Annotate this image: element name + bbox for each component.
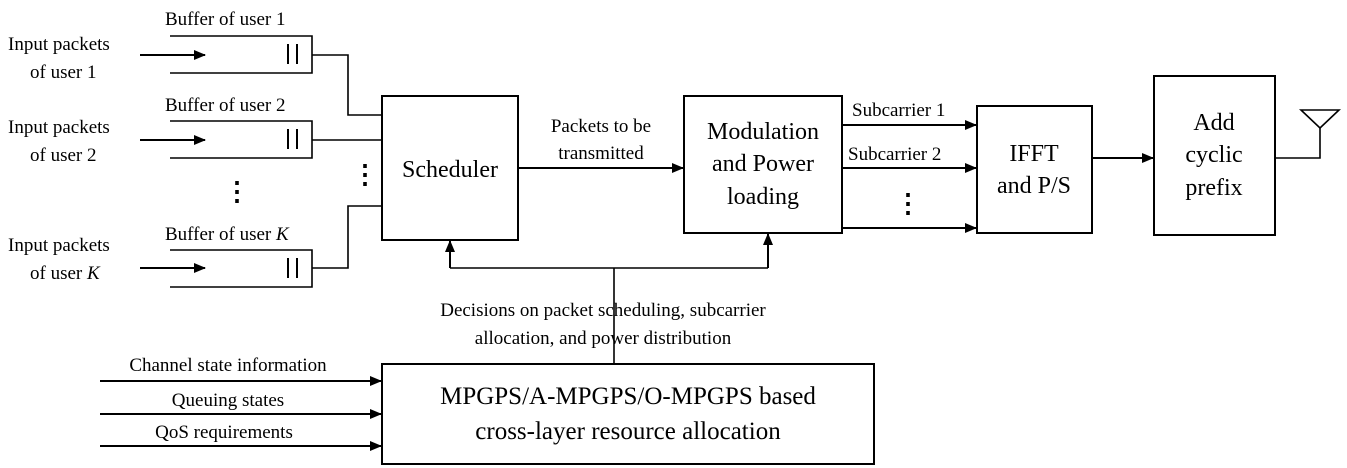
user-2-group: Input packets of user 2 Buffer of user 2	[8, 95, 382, 166]
input-label-user-2-line1: Input packets	[8, 117, 110, 138]
decisions-label-line2: allocation, and power distribution	[475, 328, 732, 349]
cp-label-line1: Add	[1193, 110, 1234, 136]
link-user-k-scheduler	[312, 205, 382, 269]
buffer-label-user-1: Buffer of user 1	[165, 9, 285, 30]
input-csi-label: Channel state information	[129, 355, 327, 376]
packets-label-line2: transmitted	[558, 143, 644, 164]
subcarrier-1-label: Subcarrier 1	[852, 100, 945, 121]
cp-label-line3: prefix	[1185, 175, 1242, 201]
users-ellipsis: ⋮	[224, 177, 250, 206]
cyclic-prefix-box	[1153, 75, 1276, 236]
allocator-label-line2: cross-layer resource allocation	[475, 418, 781, 445]
user-1-group: Input packets of user 1 Buffer of user 1	[8, 9, 382, 116]
ifft-label-line2: and P/S	[997, 173, 1071, 199]
cp-label-line2: cyclic	[1185, 142, 1242, 168]
decisions-label-line1: Decisions on packet scheduling, subcarri…	[440, 300, 766, 321]
subcarriers-ellipsis: ⋮	[895, 189, 921, 218]
buffer-label-user-k: Buffer of user K	[165, 224, 290, 245]
input-label-user-1-line1: Input packets	[8, 34, 110, 55]
ifft-box	[976, 105, 1093, 234]
allocator-label-line1: MPGPS/A-MPGPS/O-MPGPS based	[440, 383, 816, 410]
link-user-1-scheduler	[312, 54, 382, 116]
modulation-label-line3: loading	[727, 184, 799, 210]
resource-allocation-box	[381, 363, 875, 465]
antenna-icon	[1275, 109, 1342, 159]
buffer-label-user-2: Buffer of user 2	[165, 95, 285, 116]
modulation-label-line1: Modulation	[707, 119, 819, 145]
user-k-group: Input packets of user K Buffer of user K	[8, 205, 382, 288]
input-queuing-label: Queuing states	[172, 390, 284, 411]
ifft-label-line1: IFFT	[1009, 141, 1059, 167]
input-label-user-k-line1: Input packets	[8, 235, 110, 256]
input-label-user-1-line2: of user 1	[30, 62, 96, 83]
packets-label-line1: Packets to be	[551, 116, 651, 137]
input-label-user-k-line2: of user K	[30, 263, 101, 284]
subcarrier-2-label: Subcarrier 2	[848, 144, 941, 165]
buffers-ellipsis: ⋮	[352, 160, 378, 189]
input-qos-label: QoS requirements	[155, 422, 293, 443]
modulation-box	[683, 95, 843, 234]
modulation-label-line2: and Power	[712, 151, 814, 177]
input-label-user-2-line2: of user 2	[30, 145, 96, 166]
scheduler-label: Scheduler	[402, 157, 498, 183]
